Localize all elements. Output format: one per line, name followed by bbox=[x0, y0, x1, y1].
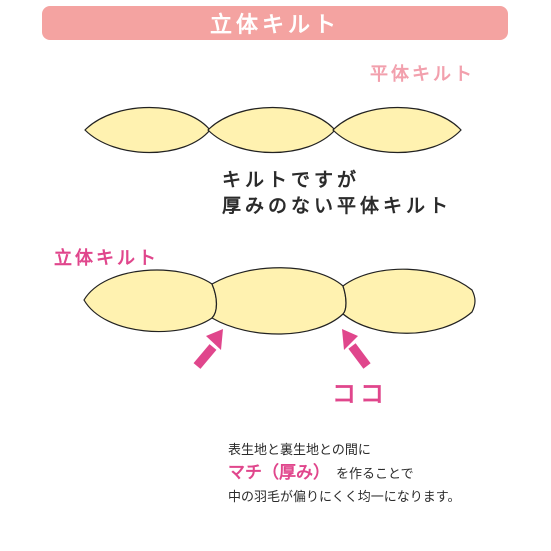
page-title: 立体キルト bbox=[209, 13, 340, 38]
flat-quilt-note: キルトですが 厚みのない平体キルト bbox=[222, 167, 452, 219]
description-line1: 表生地と裏生地との間に bbox=[228, 443, 371, 458]
flat-quilt-pods bbox=[84, 107, 462, 153]
dim-pod-2 bbox=[211, 267, 347, 335]
description-line3: 中の羽毛が偏りにくく均一になります。 bbox=[228, 490, 461, 505]
arrow-icon-left bbox=[193, 329, 223, 369]
dim-pod-3 bbox=[342, 268, 476, 334]
dimensional-quilt-label: 立体キルト bbox=[54, 248, 159, 269]
flat-quilt-label: 平体キルト bbox=[370, 64, 475, 85]
callout-label: ココ bbox=[332, 380, 388, 408]
dimensional-quilt-pods bbox=[83, 267, 476, 335]
flat-quilt-note-line2: 厚みのない平体キルト bbox=[222, 195, 453, 217]
description-line2: マチ（厚み） を作ることで bbox=[228, 462, 460, 486]
title-banner: 立体キルト bbox=[42, 6, 508, 40]
gusset-emphasis: マチ（厚み） bbox=[228, 463, 330, 483]
arrow-icon-right bbox=[342, 329, 371, 369]
flat-quilt-note-line1: キルトですが bbox=[222, 169, 361, 191]
flat-pod-3 bbox=[332, 107, 462, 153]
description-line2-rest: を作ることで bbox=[336, 467, 414, 482]
dim-pod-1 bbox=[83, 269, 218, 333]
flat-pod-1 bbox=[84, 107, 211, 153]
flat-pod-2 bbox=[207, 107, 336, 153]
description-block: 表生地と裏生地との間に マチ（厚み） を作ることで 中の羽毛が偏りにくく均一になり… bbox=[228, 439, 460, 509]
